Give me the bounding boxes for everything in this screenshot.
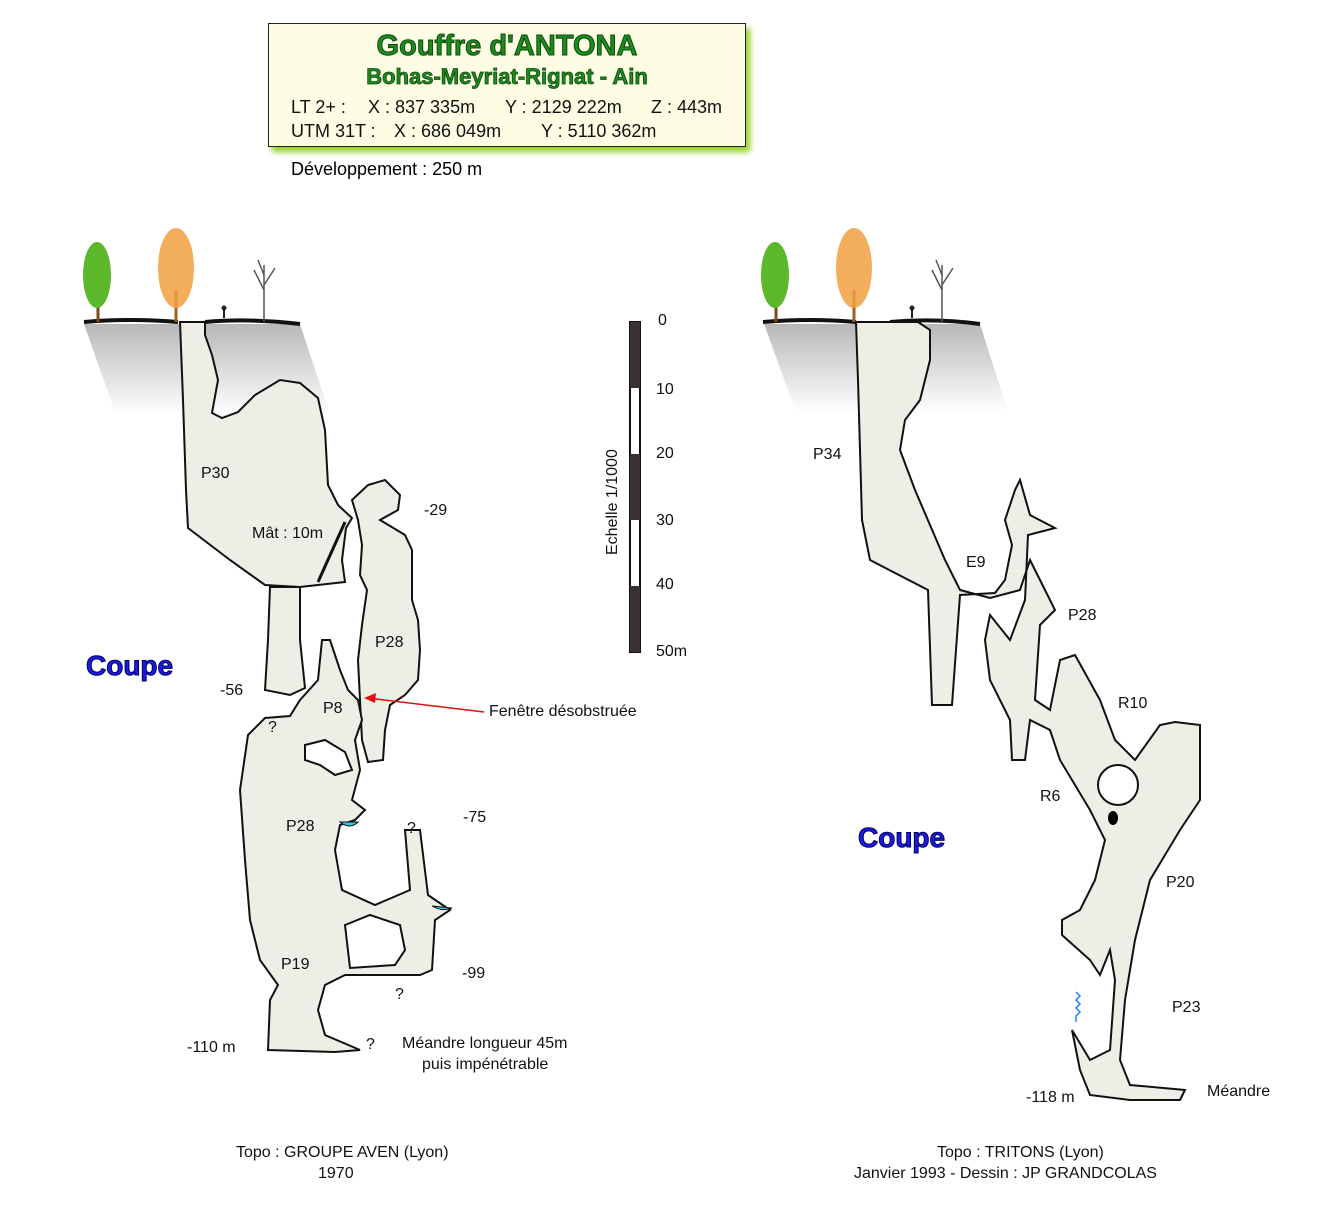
autumn-tree-icon — [836, 228, 872, 322]
mast-label: Mât : 10m — [252, 525, 324, 542]
credit-right: Topo : TRITONS (Lyon) — [937, 1144, 1104, 1161]
credit-left: Topo : GROUPE AVEN (Lyon) — [236, 1144, 449, 1161]
cave-outline-right — [854, 321, 1201, 1101]
cave-location: Bohas-Meyriat-Rignat - Ain — [366, 64, 648, 90]
depth-label: -99 — [462, 965, 486, 982]
water-flow-icon — [1074, 991, 1082, 1022]
meander-note: puis impénétrable — [422, 1056, 549, 1073]
unknown-mark: ? — [407, 820, 416, 837]
pit-label: P34 — [813, 446, 842, 463]
climb-label: E9 — [966, 554, 986, 571]
pit-label: P28 — [375, 634, 404, 651]
tree-icon — [83, 242, 111, 322]
scale-tick: 40 — [656, 576, 674, 593]
section-label-right: Coupe — [857, 822, 946, 854]
utm-y: Y : 5110 362m — [541, 121, 657, 141]
scale-label: Echelle 1/1000 — [604, 449, 621, 555]
water-pool-icon — [338, 821, 453, 911]
pit-label: P23 — [1172, 999, 1201, 1016]
ground-surface-left — [83, 318, 301, 326]
development: Développement : 250 m — [291, 159, 483, 179]
credit-left-year: 1970 — [318, 1165, 354, 1182]
window-label: Fenêtre désobstruée — [489, 703, 637, 720]
section-label-left: Coupe — [85, 650, 174, 682]
tree-icon — [761, 242, 789, 322]
scale-tick: 30 — [656, 512, 674, 529]
scale-tick: 20 — [656, 445, 674, 462]
lt2-x: X : 837 335m — [368, 97, 476, 117]
lt2-label: LT 2+ : — [291, 97, 346, 117]
lt2-y: Y : 2129 222m — [505, 97, 622, 117]
scale-tick: 50m — [656, 643, 688, 660]
boulder-icon — [1108, 811, 1118, 825]
scale-bar — [629, 321, 641, 653]
depth-label: -75 — [463, 809, 487, 826]
cave-outline-left — [178, 321, 452, 1054]
depth-label: -110 m — [187, 1039, 236, 1056]
depth-label: -118 m — [1026, 1089, 1075, 1106]
depth-label: -56 — [220, 682, 244, 699]
window-arrow — [367, 697, 485, 713]
person-icon — [221, 305, 227, 318]
meander-label: Méandre — [1207, 1083, 1271, 1100]
unknown-mark: ? — [268, 719, 277, 736]
credit-right-date: Janvier 1993 - Dessin : JP GRANDCOLAS — [854, 1165, 1157, 1182]
pit-label: P28 — [1068, 607, 1097, 624]
person-icon — [909, 305, 915, 318]
utm-x: X : 686 049m — [394, 121, 502, 141]
cave-name: Gouffre d'ANTONA — [376, 30, 638, 63]
scale-tick: 0 — [658, 312, 667, 329]
depth-label: -29 — [424, 502, 448, 519]
step-label: R10 — [1118, 695, 1148, 712]
meander-note: Méandre longueur 45m — [402, 1035, 568, 1052]
arrow-head-icon — [364, 693, 376, 703]
unknown-mark: ? — [395, 986, 404, 1003]
pit-label: P28 — [286, 818, 315, 835]
pit-label: P30 — [201, 465, 230, 482]
mast-icon — [316, 521, 347, 583]
scale-tick: 10 — [656, 381, 674, 398]
bare-tree-icon — [931, 259, 954, 322]
pit-label: P8 — [323, 700, 343, 717]
bare-tree-icon — [253, 259, 276, 322]
step-label: R6 — [1040, 788, 1061, 805]
lt2-z: Z : 443m — [651, 97, 723, 117]
unknown-mark: ? — [366, 1036, 375, 1053]
title-box: Gouffre d'ANTONA Bohas-Meyriat-Rignat - … — [268, 23, 746, 147]
pit-label: P19 — [281, 956, 310, 973]
autumn-tree-icon — [158, 228, 194, 322]
utm-label: UTM 31T : — [291, 121, 376, 141]
pit-label: P20 — [1166, 874, 1195, 891]
